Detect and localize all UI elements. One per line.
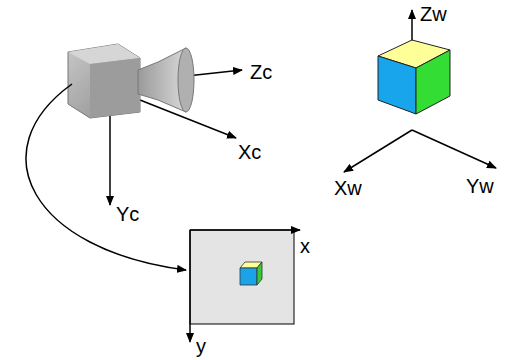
image-x-axis bbox=[190, 229, 300, 231]
image-cube bbox=[240, 262, 262, 285]
axis-label: x bbox=[300, 236, 310, 256]
axis-label: Yc bbox=[116, 204, 139, 224]
world-cube bbox=[378, 40, 450, 114]
axis-label: Zw bbox=[420, 4, 447, 24]
axis-label: y bbox=[196, 336, 206, 356]
world-x-axis bbox=[344, 130, 412, 172]
projection-arrow bbox=[26, 84, 186, 270]
world-y-axis bbox=[412, 130, 496, 168]
axis-label: Xw bbox=[334, 178, 362, 198]
camera-y-axis bbox=[109, 110, 111, 205]
axis-label: Zc bbox=[250, 62, 272, 82]
camera-icon bbox=[68, 44, 194, 118]
image-plane bbox=[190, 230, 294, 324]
axis-label: Xc bbox=[238, 142, 261, 162]
axis-label: Yw bbox=[466, 176, 494, 196]
image-y-axis bbox=[189, 230, 191, 342]
